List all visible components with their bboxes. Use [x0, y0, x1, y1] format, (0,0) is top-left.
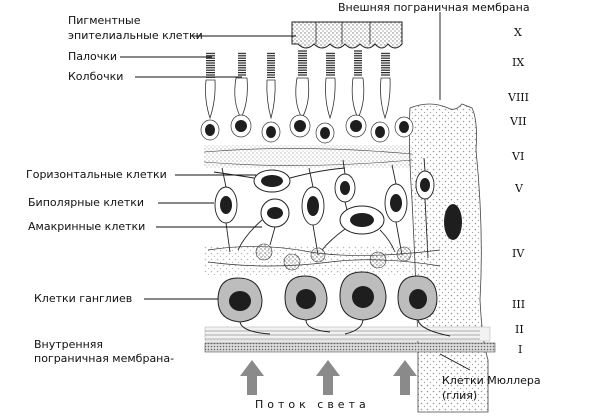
horizontal-cell — [213, 167, 346, 193]
label-outer-membrane: Внешняя пограничная мембрана — [338, 1, 530, 14]
photoreceptor-inner-segments — [205, 77, 391, 120]
leader-lines — [120, 12, 471, 371]
muller-nucleus — [444, 204, 462, 240]
label-inner-membrane-line2: пограничная мембрана- — [34, 352, 174, 365]
outer-plexiform-layer — [204, 145, 412, 168]
photoreceptor-outer-segments — [206, 50, 390, 78]
label-horizontal-cells: Горизонтальные клетки — [26, 168, 167, 181]
layer-numeral: V — [514, 182, 524, 195]
ganglion-cells — [217, 271, 451, 337]
pigment-epithelium — [291, 21, 403, 49]
light-flow-arrows — [240, 360, 417, 395]
amacrine-cells — [237, 198, 396, 253]
synaptic-boutons — [255, 243, 412, 271]
layer-numeral: III — [512, 298, 525, 311]
layer-numeral: VIII — [507, 91, 529, 104]
label-amacrine-cells: Амакринные клетки — [28, 220, 145, 233]
label-light-flow: Поток света — [255, 398, 370, 411]
label-muller-line1: Клетки Мюллера — [442, 374, 541, 387]
label-pigment-line1: Пигментные — [68, 14, 141, 27]
label-inner-membrane-line1: Внутренняя — [34, 338, 103, 351]
layer-numeral: VI — [511, 150, 524, 163]
layer-numeral: IX — [512, 56, 524, 69]
outer-nuclear-layer — [200, 114, 414, 144]
label-ganglion-cells: Клетки ганглиев — [34, 292, 132, 305]
layer-numeral: VII — [509, 115, 527, 128]
layer-numeral: IV — [512, 247, 525, 260]
bipolar-cells — [214, 157, 435, 259]
nerve-fiber-layer — [204, 326, 491, 342]
layer-numerals: X IX VIII VII VI V IV III II I — [507, 26, 529, 356]
label-pigment-line2: эпителиальные клетки — [68, 29, 203, 42]
layer-numeral: II — [515, 323, 524, 336]
inner-limiting-membrane — [204, 342, 496, 353]
label-cones: Колбочки — [68, 70, 123, 83]
layer-numeral: I — [518, 343, 522, 356]
label-muller-line2: (глия) — [442, 389, 477, 402]
label-bipolar-cells: Биполярные клетки — [28, 196, 144, 209]
label-rods: Палочки — [68, 50, 117, 63]
layer-numeral: X — [514, 26, 522, 39]
